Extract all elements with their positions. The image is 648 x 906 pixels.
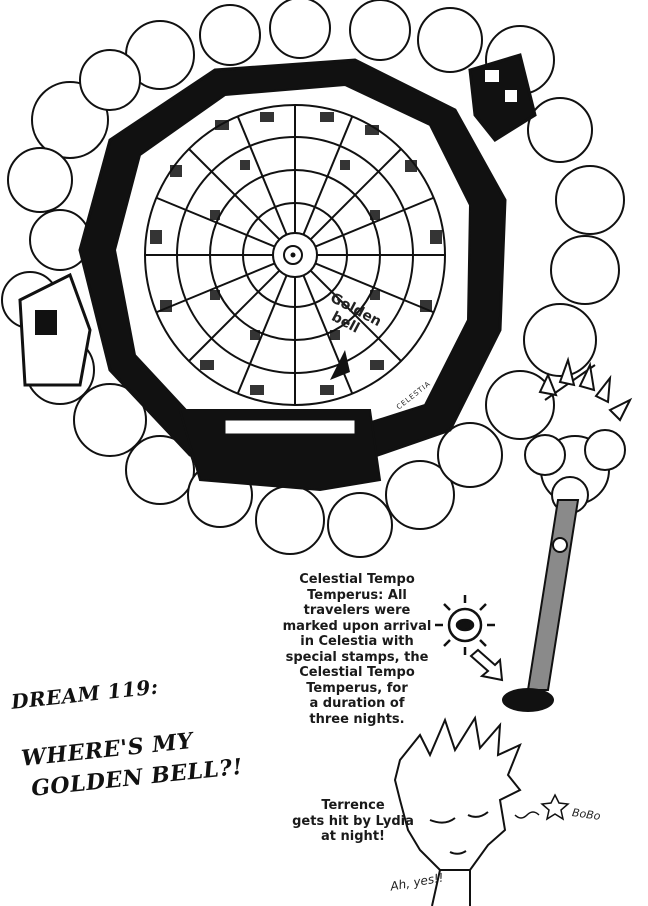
caption-line: Celestial Tempo <box>299 665 415 680</box>
caption-line: in Celestia with <box>300 634 414 649</box>
caption-line: Temperus, for <box>306 680 408 696</box>
caption-line: Celestial Tempo <box>299 572 415 587</box>
arrow-icon <box>330 350 350 380</box>
star-icon <box>540 793 570 821</box>
character-terrence <box>393 715 522 906</box>
caption-line: gets hit by Lydia <box>292 813 414 829</box>
caption-line: travelers were <box>303 603 411 618</box>
caption-line: special stamps, the <box>285 649 429 665</box>
sun-stamp-icon <box>435 595 495 655</box>
arrow-icon <box>469 648 504 682</box>
scepter-icon <box>502 356 633 712</box>
terrence-caption: Terrence gets hit by Lydia at night! <box>288 798 418 845</box>
caption-line: three nights. <box>309 711 405 727</box>
caption-line: Terrence <box>321 798 385 813</box>
caption-line: marked upon arrival <box>282 618 432 634</box>
celestia-city-map <box>18 53 537 492</box>
caption-line: at night! <box>321 829 385 844</box>
caption-line: a duration of <box>309 696 405 711</box>
tempo-caption: Celestial Tempo Temperus: All travelers … <box>282 572 432 727</box>
caption-line: Temperus: All <box>307 587 407 603</box>
